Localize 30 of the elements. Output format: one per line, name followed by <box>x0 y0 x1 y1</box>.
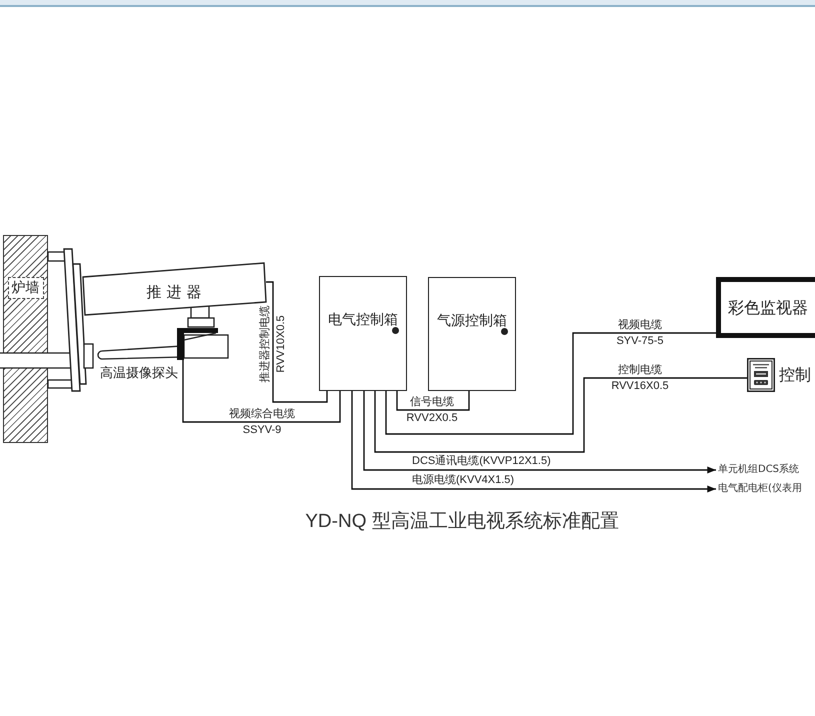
camera-probe-drawing <box>95 327 230 360</box>
monitor-box <box>716 277 815 338</box>
pusher-label: 推进器 <box>146 282 206 302</box>
cable-line <box>182 360 341 423</box>
control-cabinet <box>428 277 516 391</box>
control-cabinet <box>319 276 407 391</box>
destination-label: 电气配电柜(仪表用 <box>716 482 802 496</box>
node-caption: 控制 <box>779 364 811 386</box>
arrow-line <box>363 391 716 474</box>
cable-line <box>385 332 716 435</box>
node-caption: 高温摄像探头 <box>100 365 178 383</box>
control-panel-icon <box>747 358 775 392</box>
arrow-line <box>351 391 716 492</box>
diagram-title: YD-NQ 型高温工业电视系统标准配置 <box>305 510 619 534</box>
wall-label: 炉墙 <box>8 277 44 299</box>
cable-label: 控制电缆 RVV16X0.5 <box>611 363 669 394</box>
cable-label: 电源电缆(KVV4X1.5) <box>412 474 514 487</box>
destination-label: 单元机组DCS系统 <box>716 463 800 477</box>
furnace-wall <box>3 235 48 443</box>
cable-line <box>266 281 328 403</box>
monitor-title: 彩色监视器 <box>728 296 808 318</box>
cabinet-title: 气源控制箱 <box>437 312 507 331</box>
cable-label: 信号电缆 RVV2X0.5 <box>406 395 458 426</box>
cabinet-title: 电气控制箱 <box>328 311 398 330</box>
cable-label: 视频电缆 SYV-75-5 <box>616 318 664 349</box>
cable-line <box>374 377 747 453</box>
cable-label: 推进器控制电缆 RVV10X0.5 <box>258 306 288 382</box>
cable-line <box>396 391 470 411</box>
cable-label: 视频综合电缆 SSYV-9 <box>229 406 295 438</box>
cable-label: DCS通讯电缆(KVVP12X1.5) <box>412 455 551 468</box>
